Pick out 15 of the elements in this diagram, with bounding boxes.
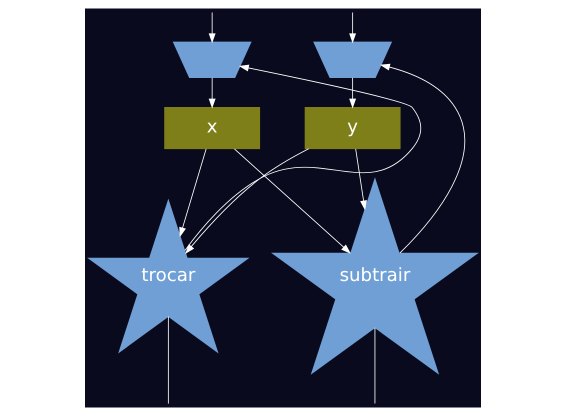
node-box: y	[304, 106, 400, 150]
arrow	[208, 12, 216, 44]
arrow	[379, 64, 464, 254]
node-box: x	[164, 106, 260, 150]
arrow	[354, 148, 366, 210]
arrow	[348, 12, 356, 44]
arrow	[178, 148, 206, 238]
arrow	[184, 148, 309, 254]
node-trapezoid	[172, 42, 252, 78]
connector	[374, 327, 375, 404]
arrow	[184, 64, 421, 251]
arrow	[348, 77, 356, 109]
connector	[167, 316, 168, 404]
arrow	[234, 148, 350, 254]
arrow	[208, 77, 216, 109]
